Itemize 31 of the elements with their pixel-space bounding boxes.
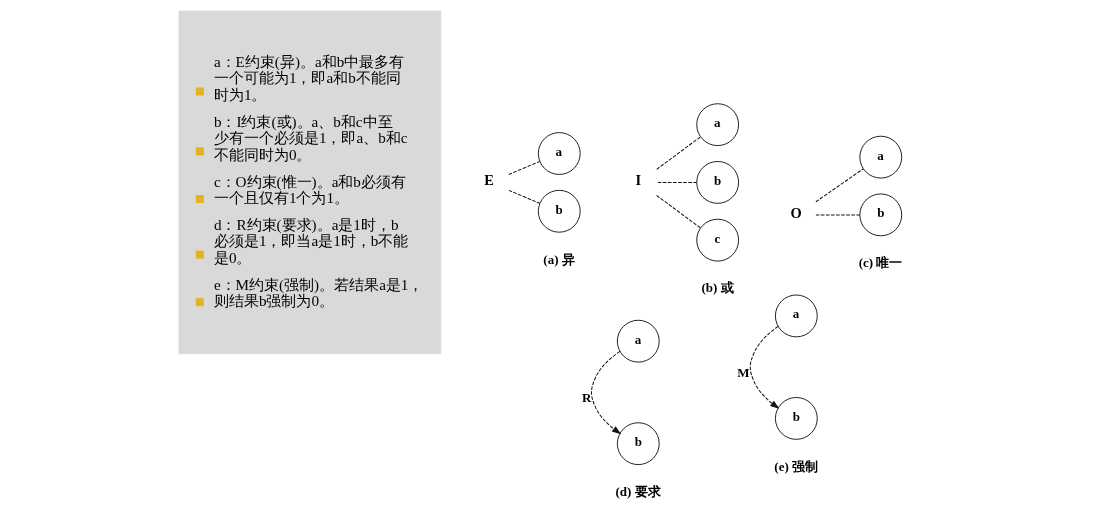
node-circle: a bbox=[616, 319, 660, 363]
edge-label: R bbox=[581, 390, 591, 406]
node-text: I bbox=[634, 172, 641, 189]
edge-label: M bbox=[736, 364, 750, 380]
node-circle: b bbox=[858, 193, 902, 237]
arrow bbox=[749, 325, 779, 409]
node-circle: a bbox=[858, 135, 902, 179]
label: (e) 强制 bbox=[773, 458, 818, 474]
connector bbox=[814, 168, 864, 203]
connector bbox=[655, 195, 701, 229]
node-circle: c bbox=[695, 218, 739, 262]
node-circle: a bbox=[774, 294, 818, 338]
connector bbox=[507, 160, 540, 175]
connector bbox=[814, 214, 860, 216]
node-circle: b bbox=[616, 422, 660, 466]
node-circle: b bbox=[774, 397, 818, 440]
connector bbox=[656, 181, 697, 183]
label: (d) 要求 bbox=[615, 483, 661, 499]
node-circle: b bbox=[695, 161, 739, 204]
node-box: a：E约束(异)。a和b中最多有一个可能为1，即a和b不能同时为1。 b：I约束(或)。a、b和c中至少有一个必须是1，即a、b和c不能同时为0。 c：O约束(惟一)。a和b必须有一个且仅有1个为1。 d：R约束(要求)。a是1时，b必须是1，即当a是1时，b不能是0。 e：M约束(强制)。若结果a是1，则结果b强制为0。 bbox=[178, 10, 441, 355]
connector bbox=[655, 136, 701, 170]
node-circle: a bbox=[537, 132, 581, 175]
label: (c) 唯一 bbox=[858, 255, 902, 271]
label: (b) 或 bbox=[700, 280, 734, 296]
node-circle: b bbox=[537, 189, 581, 233]
node-text: E bbox=[483, 172, 494, 189]
connector bbox=[507, 189, 540, 204]
node-text: O bbox=[790, 204, 802, 221]
arrow bbox=[590, 350, 621, 435]
label: (a) 异 bbox=[542, 251, 575, 267]
node-circle: a bbox=[695, 103, 739, 147]
